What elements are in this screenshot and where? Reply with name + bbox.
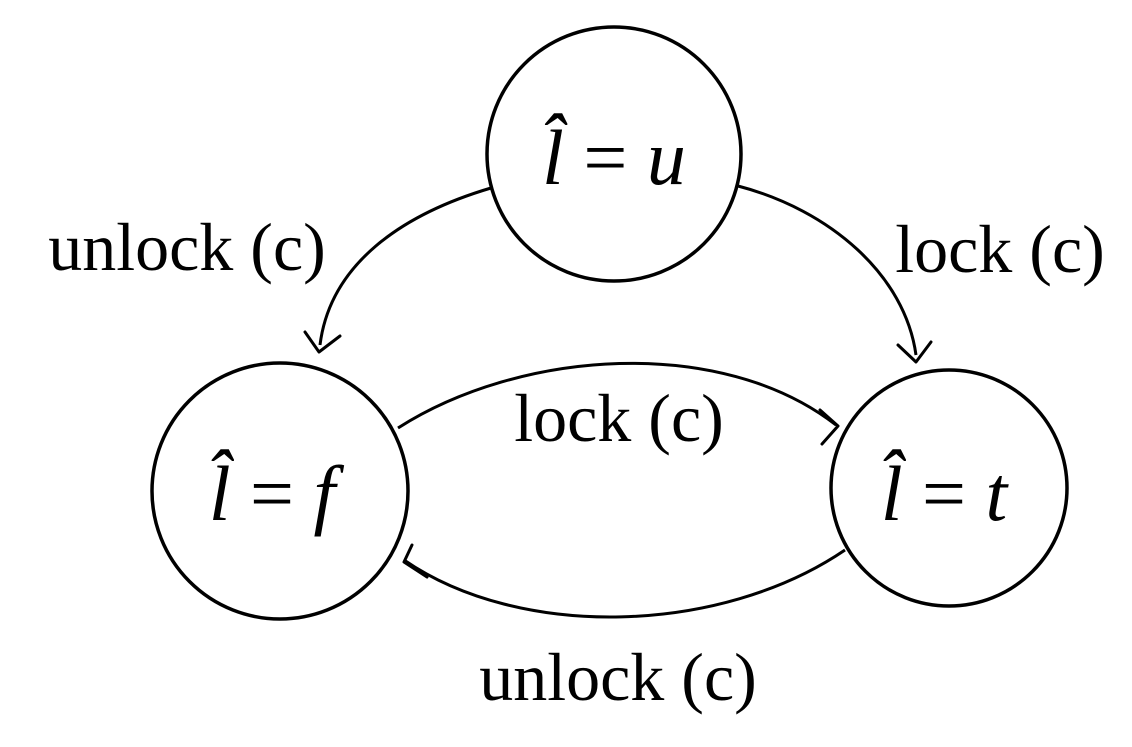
arrowhead-t-to-f — [402, 543, 429, 579]
edge-label-f-to-t: lock (c) — [514, 380, 724, 456]
edge-f-to-t: lock (c) — [397, 361, 840, 456]
edge-t-to-f: unlock (c) — [402, 543, 846, 715]
arrowhead-f-to-t — [818, 408, 840, 446]
edge-label-u-to-f: unlock (c) — [48, 209, 326, 285]
arrowhead-u-to-f — [303, 330, 342, 354]
edge-label-u-to-t: lock (c) — [895, 211, 1105, 287]
node-u: l̂ = u — [485, 25, 743, 283]
node-label-t: l̂ = t — [881, 449, 1010, 537]
arrowhead-u-to-t — [896, 340, 933, 364]
node-f: l̂ = f — [150, 361, 410, 621]
node-label-u: l̂ = u — [542, 113, 686, 201]
node-label-f: l̂ = f — [209, 449, 345, 537]
edge-u-to-t: lock (c) — [737, 184, 1105, 364]
edge-u-to-f: unlock (c) — [48, 186, 492, 354]
edge-label-t-to-f: unlock (c) — [479, 639, 757, 715]
node-t: l̂ = t — [829, 368, 1069, 608]
